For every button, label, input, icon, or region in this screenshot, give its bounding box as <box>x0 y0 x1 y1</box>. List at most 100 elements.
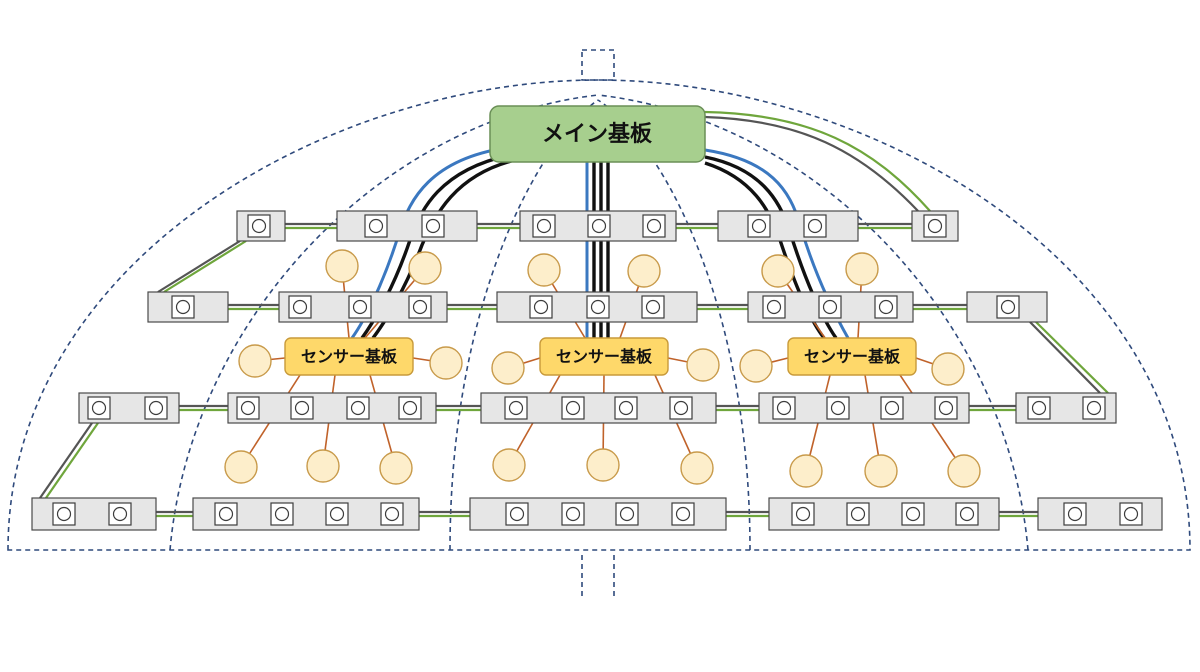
sensor <box>789 454 823 488</box>
led-module <box>846 502 870 526</box>
bar-link-wire <box>436 404 481 412</box>
led-bar <box>747 291 914 323</box>
led-module <box>772 396 796 420</box>
sensor <box>325 249 359 283</box>
led-module <box>901 502 925 526</box>
sensor-board-3: センサー基板 <box>787 337 917 376</box>
led-module <box>270 502 294 526</box>
bar-link-wire <box>419 510 470 518</box>
bar-link-wire <box>676 222 718 230</box>
led-bar <box>227 392 437 424</box>
main-board-label: メイン基板 <box>542 122 653 147</box>
led-bar <box>31 497 157 531</box>
led-module <box>671 502 695 526</box>
bar-link-wire <box>228 303 279 311</box>
led-module <box>818 295 842 319</box>
sensor <box>680 451 714 485</box>
led-module <box>214 502 238 526</box>
led-module <box>996 295 1020 319</box>
led-module <box>364 214 388 238</box>
led-module <box>1063 502 1087 526</box>
sensor <box>224 450 258 484</box>
sensor <box>527 253 561 287</box>
sensor <box>408 251 442 285</box>
led-bar <box>496 291 698 323</box>
side-wire <box>1035 321 1109 394</box>
main-to-bar-wire <box>704 110 931 212</box>
led-module <box>762 295 786 319</box>
led-module <box>587 214 611 238</box>
bar-link-wire <box>969 404 1016 412</box>
sensor-board-1: センサー基板 <box>284 337 414 376</box>
led-bar <box>717 210 859 242</box>
bar-link-wire <box>913 303 967 311</box>
bar-link-wire <box>477 222 520 230</box>
led-module <box>236 396 260 420</box>
led-module <box>955 502 979 526</box>
side-wire <box>45 422 99 499</box>
led-module <box>826 396 850 420</box>
led-bar <box>1037 497 1163 531</box>
bar-link-wire <box>716 404 759 412</box>
led-module <box>346 396 370 420</box>
bar-link-wire <box>156 510 193 518</box>
led-module <box>880 396 904 420</box>
led-module <box>288 295 312 319</box>
sensor-board-label: センサー基板 <box>301 347 398 366</box>
led-module <box>247 214 271 238</box>
led-bar <box>911 210 959 242</box>
bar-link-wire <box>858 222 912 230</box>
led-module <box>52 502 76 526</box>
led-module <box>108 502 132 526</box>
led-module <box>532 214 556 238</box>
led-bar <box>236 210 286 242</box>
led-module <box>290 396 314 420</box>
led-module <box>561 502 585 526</box>
sensor <box>931 352 965 386</box>
sensor <box>845 252 879 286</box>
led-module <box>561 396 585 420</box>
led-module <box>325 502 349 526</box>
side-wire <box>1029 321 1101 394</box>
led-module <box>923 214 947 238</box>
sensor <box>586 448 620 482</box>
led-module <box>398 396 422 420</box>
bar-link-wire <box>999 510 1038 518</box>
led-bar <box>192 497 420 531</box>
led-module <box>803 214 827 238</box>
sensor-board-label: センサー基板 <box>804 347 901 366</box>
bar-link-wire <box>179 404 228 412</box>
sensors <box>224 249 981 488</box>
bar-link-wire <box>285 222 337 230</box>
led-bar <box>278 291 448 323</box>
main-to-bar-wire <box>704 115 919 212</box>
led-module <box>1027 396 1051 420</box>
led-module <box>348 295 372 319</box>
bar-link-wire <box>447 303 497 311</box>
led-module <box>669 396 693 420</box>
sensor <box>761 254 795 288</box>
sensor <box>864 454 898 488</box>
led-module <box>1082 396 1106 420</box>
sensor-board-label: センサー基板 <box>556 347 653 366</box>
side-wire <box>39 422 93 499</box>
led-bar <box>768 497 1000 531</box>
sensor <box>492 448 526 482</box>
led-module <box>408 295 432 319</box>
led-module <box>1119 502 1143 526</box>
led-module <box>586 295 610 319</box>
led-module <box>934 396 958 420</box>
sensor-board-2: センサー基板 <box>539 337 669 376</box>
led-module <box>747 214 771 238</box>
led-module <box>642 214 666 238</box>
sensor <box>491 351 525 385</box>
led-module <box>641 295 665 319</box>
sensor <box>686 348 720 382</box>
side-wire <box>163 240 247 293</box>
main-board: メイン基板 <box>489 105 706 163</box>
led-bar <box>1015 392 1117 424</box>
bar-link-wire <box>697 303 748 311</box>
led-bar <box>758 392 970 424</box>
led-module <box>529 295 553 319</box>
